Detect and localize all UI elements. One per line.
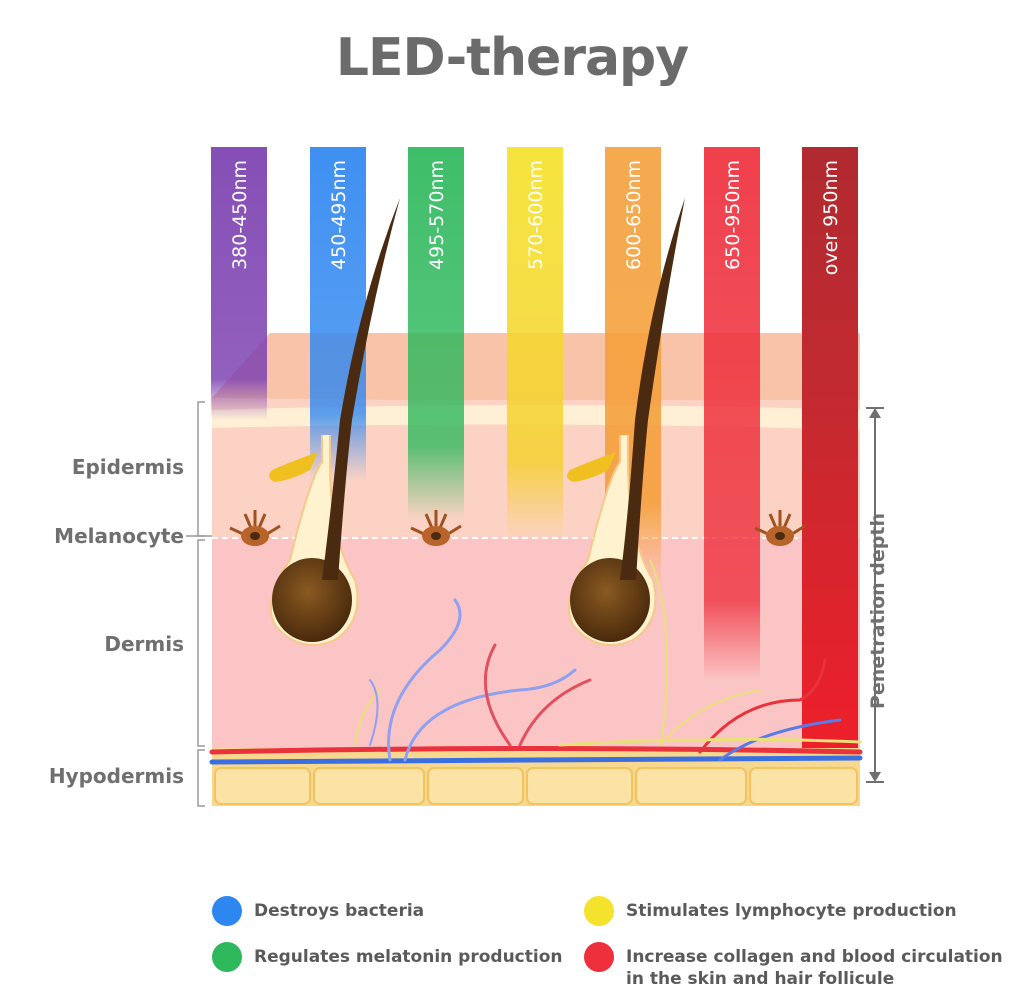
legend-text: Regulates melatonin production [254,947,563,967]
band-labels: 380-450nm 450-495nm 495-570nm 570-600nm 600-… [229,160,842,275]
yellow-dot-icon [584,896,614,926]
band-label-orange: 600-650nm [623,160,645,270]
blue-dot-icon [212,896,242,926]
band-label-dark-red: over 950nm [820,160,842,275]
penetration-arrow [866,407,884,783]
legend-text: Stimulates lymphocyte production [626,901,957,921]
legend-item-blue: Destroys bacteria [212,896,552,926]
page-title: LED-therapy [335,28,689,88]
band-red [704,147,760,680]
label-epidermis: Epidermis [71,455,184,479]
legend-item-red: Increase collagen and blood circulation … [584,942,1004,990]
layer-brackets [186,401,212,807]
label-melanocyte: Melanocyte [54,524,184,548]
green-dot-icon [212,942,242,972]
band-yellow [507,147,563,540]
legend-text: Increase collagen and blood circulation … [626,947,1003,989]
band-label-yellow: 570-600nm [525,160,547,270]
band-green [408,147,464,520]
legend-text: Destroys bacteria [254,901,425,921]
hair-follicle-right [567,198,685,646]
legend-item-green: Regulates melatonin production [212,942,572,972]
band-label-green: 495-570nm [426,160,448,270]
label-hypodermis: Hypodermis [48,764,184,788]
melanocytes [229,510,806,546]
band-label-blue: 450-495nm [328,160,350,270]
penetration-depth-label: Penetration depth [867,513,889,709]
hair-follicle-left [269,198,400,646]
band-blue [310,147,366,480]
legend-item-yellow: Stimulates lymphocyte production [584,896,1004,926]
band-label-red: 650-950nm [722,160,744,270]
band-dark-red [802,147,858,748]
blood-vessels [209,559,863,765]
label-dermis: Dermis [104,632,184,656]
band-label-violet: 380-450nm [229,160,251,270]
band-violet [211,147,267,420]
red-dot-icon [584,942,614,972]
